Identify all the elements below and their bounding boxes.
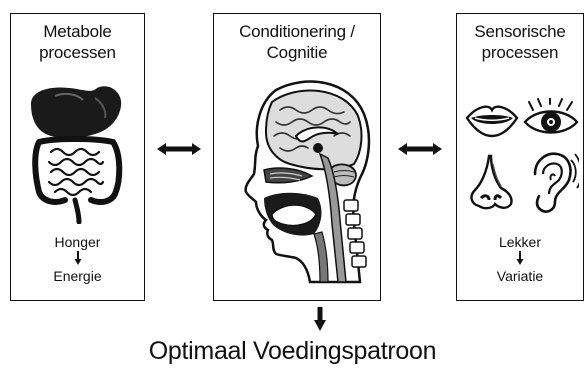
double-arrow-icon: [398, 143, 442, 155]
eye-icon: [523, 98, 579, 140]
variation-label: Variatie: [457, 268, 583, 284]
metabolic-processes-box: Metabole processen Honger Energie: [10, 13, 145, 301]
metabolic-title: Metabole processen: [11, 21, 144, 63]
double-arrow-icon: [157, 143, 201, 155]
optimal-diet-pattern-label: Optimaal Voedingspatroon: [0, 336, 585, 366]
small-down-arrow-icon: [74, 251, 82, 265]
head-brain-cross-section-icon: [226, 74, 372, 284]
metabolic-title-line1: Metabole: [11, 21, 144, 42]
sensory-processes-box: Sensorische processen Lek: [456, 13, 584, 301]
sensory-title-line1: Sensorische: [457, 21, 583, 42]
metabolic-title-line2: processen: [11, 42, 144, 63]
cognition-title: Conditionering / Cognitie: [214, 21, 380, 63]
cognition-title-line1: Conditionering /: [214, 21, 380, 42]
mouth-icon: [465, 100, 519, 140]
hunger-label: Honger: [11, 234, 144, 250]
ear-icon: [525, 150, 579, 214]
stomach-intestines-icon: [25, 84, 129, 224]
down-arrow-icon: [314, 307, 326, 331]
small-down-arrow-icon: [516, 251, 524, 265]
cognition-title-line2: Cognitie: [214, 42, 380, 63]
tasty-label: Lekker: [457, 234, 583, 250]
sensory-title-line2: processen: [457, 42, 583, 63]
energy-label: Energie: [11, 268, 144, 284]
sensory-title: Sensorische processen: [457, 21, 583, 63]
nose-icon: [467, 154, 517, 212]
cognition-box: Conditionering / Cognitie: [213, 13, 381, 301]
